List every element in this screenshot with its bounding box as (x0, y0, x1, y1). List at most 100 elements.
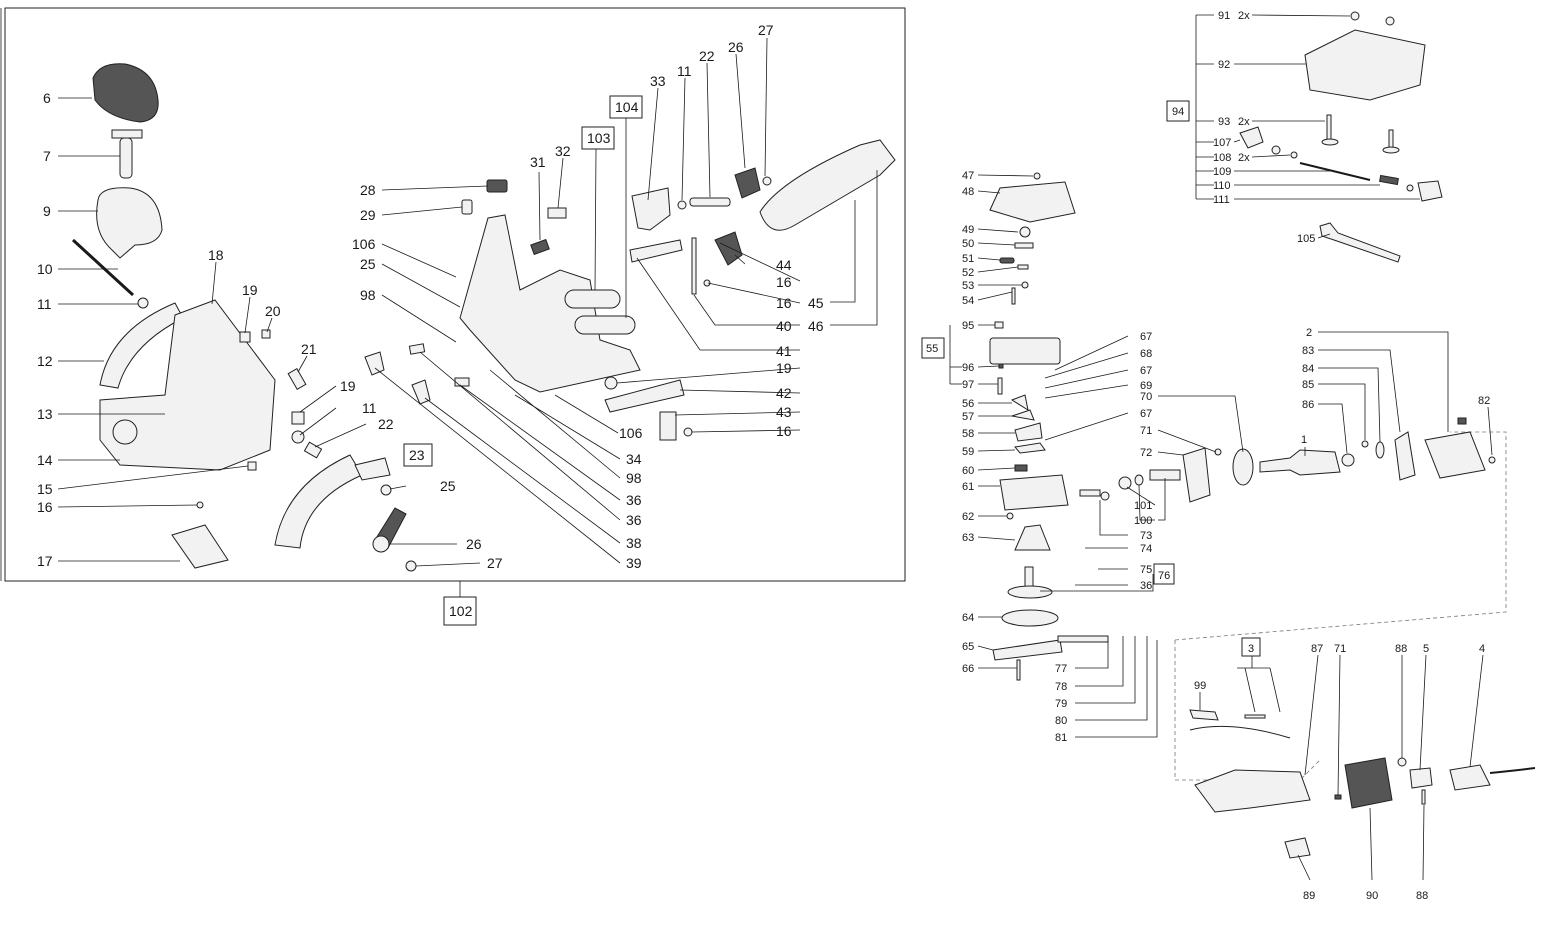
part-label: 86 (1302, 399, 1314, 411)
motor-housing-part (1194, 769, 1311, 813)
part-label: 31 (530, 154, 546, 170)
part-label: 19 (776, 360, 792, 376)
guide-rod-part (564, 289, 621, 309)
handle-base-part (96, 187, 163, 259)
part-label: 11 (677, 63, 692, 79)
power-cord-part (1449, 764, 1491, 791)
part-label: 89 (1303, 890, 1315, 902)
part-label: 23 (409, 447, 425, 463)
part-label: 10 (37, 261, 53, 277)
handle-knob-part (92, 63, 159, 123)
part-label: 42 (776, 385, 792, 401)
motor-cover-part (989, 181, 1076, 223)
part-label: 26 (466, 536, 482, 552)
part-label: 56 (962, 398, 974, 410)
part-label: 100 (1134, 515, 1152, 527)
part-label: 69 (1140, 380, 1152, 392)
part-label: 16 (776, 423, 792, 439)
part-label: 38 (626, 535, 642, 551)
part-label: 67 (1140, 365, 1152, 377)
part-label: 16 (37, 499, 53, 515)
part-label: 36 (1140, 580, 1152, 592)
gear-housing-part (989, 337, 1061, 365)
dust-extraction-nozzle-part (759, 139, 896, 231)
part-label: 39 (626, 555, 642, 571)
angle-scale-part (274, 454, 363, 549)
leader-lines (57, 14, 1493, 881)
part-label: 54 (962, 295, 974, 307)
part-label: 58 (962, 428, 974, 440)
motor-subassembly-dashed-frame (1174, 431, 1507, 641)
part-label: 1 (1301, 434, 1307, 446)
part-label: 93 (1218, 116, 1230, 128)
part-label: 17 (37, 553, 53, 569)
part-label: 26 (728, 39, 744, 55)
part-label: 11 (362, 400, 377, 416)
gearbox-part (999, 474, 1069, 511)
part-label: 107 (1213, 137, 1231, 149)
part-label: 22 (699, 48, 715, 64)
part-label: 18 (208, 247, 224, 263)
part-label: 25 (440, 478, 456, 494)
part-label: 94 (1172, 106, 1184, 118)
part-label: 41 (776, 343, 792, 359)
field-coil-part (1394, 431, 1416, 481)
part-label: 108 (1213, 152, 1231, 164)
callout-box-104 (609, 95, 643, 119)
part-label: 5 (1423, 643, 1429, 655)
part-label: 48 (962, 186, 974, 198)
part-label: 67 (1140, 331, 1152, 343)
part-label: 105 (1297, 233, 1315, 245)
part-label: 75 (1140, 564, 1152, 576)
part-label: 82 (1478, 395, 1490, 407)
part-label: 2x (1238, 152, 1250, 164)
part-label: 97 (962, 379, 974, 391)
gear-shaft-part (992, 639, 1063, 661)
part-label: 87 (1311, 643, 1323, 655)
main-housing-frame-part (459, 214, 641, 393)
part-label: 101 (1134, 500, 1152, 512)
part-label: 85 (1302, 379, 1314, 391)
part-label: 34 (626, 451, 642, 467)
part-label: 68 (1140, 348, 1152, 360)
part-label: 64 (962, 612, 974, 624)
part-label: 20 (265, 303, 281, 319)
part-label: 27 (487, 555, 503, 571)
bolt-part (119, 137, 133, 179)
part-label: 92 (1218, 59, 1230, 71)
part-label: 78 (1055, 681, 1067, 693)
part-label: 90 (1366, 890, 1378, 902)
part-label: 98 (360, 287, 376, 303)
part-label: 40 (776, 318, 792, 334)
part-label: 72 (1140, 447, 1152, 459)
part-label: 3 (1248, 643, 1254, 655)
part-label: 52 (962, 267, 974, 279)
callout-box-3 (1241, 637, 1261, 657)
sliding-plate-part (171, 524, 229, 569)
stator-part (1424, 431, 1486, 479)
part-label: 4 (1479, 643, 1485, 655)
part-label: 91 (1218, 10, 1230, 22)
wrench-part (1319, 222, 1401, 263)
part-label: 47 (962, 170, 974, 182)
part-label: 104 (615, 99, 639, 115)
part-label: 50 (962, 238, 974, 250)
part-label: 19 (242, 282, 258, 298)
callout-box-102 (443, 596, 477, 626)
part-label: 88 (1416, 890, 1428, 902)
part-label: 111 (1213, 194, 1230, 206)
part-label: 67 (1140, 408, 1152, 420)
part-label: 36 (626, 512, 642, 528)
part-label: 25 (360, 256, 376, 272)
part-label: 109 (1213, 166, 1231, 178)
callout-box-103 (581, 126, 615, 150)
part-label: 53 (962, 280, 974, 292)
part-label: 33 (650, 73, 666, 89)
armature-part (1259, 449, 1341, 476)
part-label: 63 (962, 532, 974, 544)
part-label: 32 (555, 143, 571, 159)
assembly-frame-102 (4, 7, 906, 582)
callout-box-94 (1166, 100, 1190, 122)
part-label: 70 (1140, 391, 1152, 403)
